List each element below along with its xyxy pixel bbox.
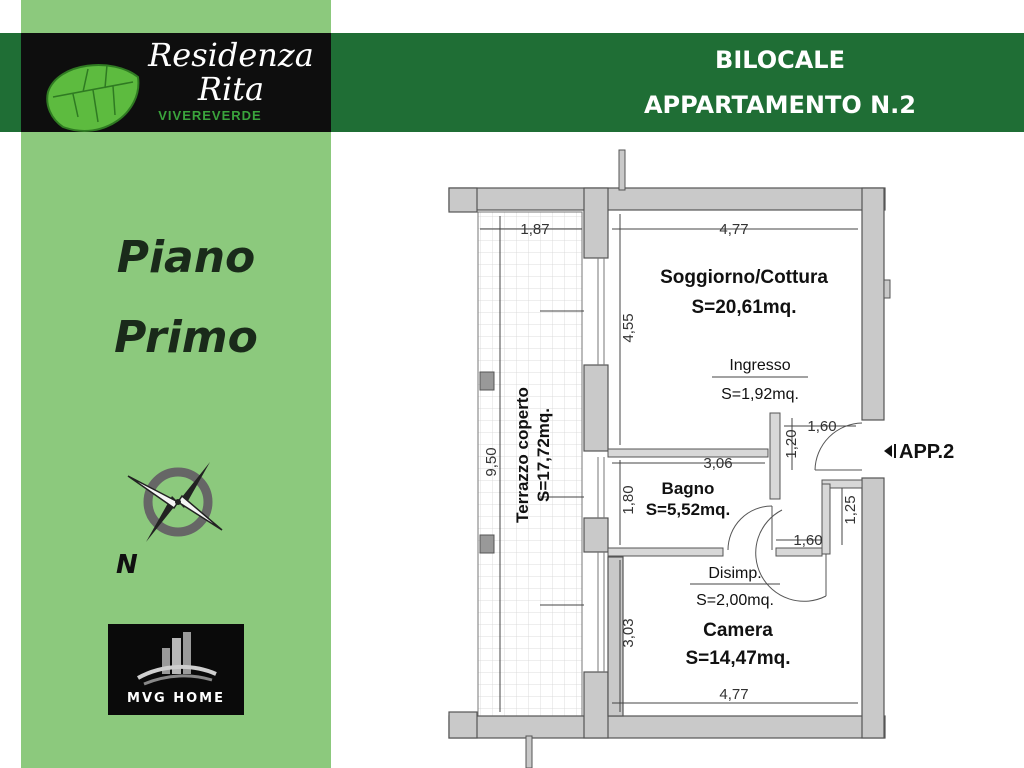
dim-terrace-width: 1,87 [520, 221, 549, 238]
room-camera-name: Camera [703, 620, 773, 641]
brand-line2: Rita [197, 70, 265, 108]
north-label: N [116, 550, 138, 580]
dim-bagno-width: 3,06 [703, 455, 732, 472]
dim-camera-depth: 3,03 [620, 618, 637, 647]
doors [727, 422, 863, 602]
building-icon [137, 632, 217, 686]
room-camera-area: S=14,47mq. [685, 648, 790, 669]
room-disimp-area: S=2,00mq. [696, 592, 774, 609]
floor-label-line2: Primo [114, 312, 258, 363]
exterior-walls [448, 187, 886, 739]
dim-entry-width: 1,60 [807, 418, 836, 435]
entrance-label: APP.2 [899, 441, 954, 463]
dimension-lines [480, 214, 858, 712]
wall-stub-top [618, 149, 626, 191]
leaf-icon [46, 64, 140, 132]
company-name: MVG HOME [127, 691, 225, 706]
mvg-home-logo: MVG HOME [108, 624, 244, 715]
room-soggiorno-name: Soggiorno/Cottura [660, 267, 828, 288]
room-ingresso-name: Ingresso [729, 357, 790, 374]
apartment-number: APPARTAMENTO N.2 [643, 91, 916, 119]
terrace-column [479, 371, 495, 391]
windows [597, 258, 605, 672]
floor-label-line1: Piano [116, 232, 256, 283]
interior-walls [607, 412, 863, 557]
terrace-column [479, 534, 495, 554]
terrace-floor [477, 211, 583, 717]
brand-line1: Residenza [148, 36, 314, 74]
wall-stub-bottom [525, 735, 533, 768]
room-bagno-area: S=5,52mq. [646, 500, 731, 519]
dim-terrace-length: 9,50 [483, 447, 500, 476]
dim-bagno-depth: 1,80 [620, 485, 637, 514]
compass-rose-icon [127, 462, 223, 542]
compass [100, 430, 250, 580]
dim-disimp-depth: 1,25 [842, 495, 859, 524]
residenza-logo: Residenza Rita VIVEREVERDE [21, 33, 331, 132]
dim-soggiorno-depth: 4,55 [620, 313, 637, 342]
dim-camera-width: 4,77 [719, 686, 748, 703]
apartment-type: BILOCALE [715, 46, 845, 74]
room-ingresso-area: S=1,92mq. [721, 386, 799, 403]
wall-stub-right [883, 279, 891, 299]
room-soggiorno-area: S=20,61mq. [691, 297, 796, 318]
room-disimp-name: Disimp. [708, 565, 761, 582]
brand-tagline: VIVEREVERDE [158, 108, 262, 123]
dim-disimp-width: 1,60 [793, 532, 822, 549]
dim-entry-depth: 1,20 [783, 429, 800, 458]
room-terrazzo-area: S=17,72mq. [534, 408, 553, 502]
room-terrazzo-name: Terrazzo coperto [513, 387, 532, 523]
room-bagno-name: Bagno [662, 479, 715, 498]
dim-soggiorno-width: 4,77 [719, 221, 748, 238]
entrance-arrow-icon [884, 445, 892, 457]
